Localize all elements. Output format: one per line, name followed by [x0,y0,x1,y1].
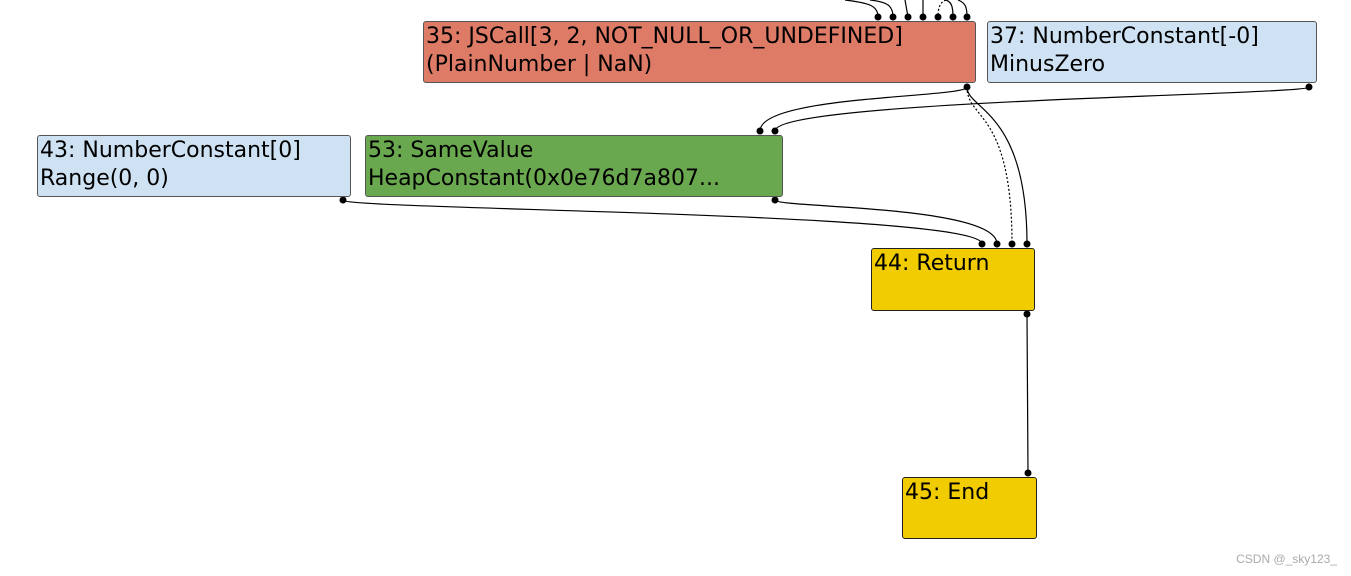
watermark: CSDN @_sky123_ [1236,552,1337,566]
edge-in-35-2 [869,0,894,18]
edge-in-35-1 [844,0,879,18]
node-44-label: 44: Return [874,251,990,276]
node-53-label: 53: SameValue [368,138,534,163]
edge-35-44-effect [966,86,1013,245]
node-53-type: HeapConstant(0x0e76d7a807... [368,166,720,191]
node-43-number-constant[interactable]: 43: NumberConstant[0] Range(0, 0) [37,135,351,197]
node-37-number-constant[interactable]: 37: NumberConstant[-0] MinusZero [987,21,1317,83]
node-53-same-value[interactable]: 53: SameValue HeapConstant(0x0e76d7a807.… [365,135,783,197]
edge-35-53 [759,86,968,132]
node-43-type: Range(0, 0) [40,166,169,191]
node-43-label: 43: NumberConstant[0] [40,138,301,163]
node-45-end[interactable]: 45: End [902,477,1037,539]
node-35-type: (PlainNumber | NaN) [426,52,653,77]
node-45-label: 45: End [905,480,990,505]
edge-37-53 [774,86,1310,132]
edge-in-35-5 [937,0,947,18]
node-35-label: 35: JSCall[3, 2, NOT_NULL_OR_UNDEFINED] [426,24,903,49]
edge-44-45 [1026,313,1029,474]
node-35-jscall[interactable]: 35: JSCall[3, 2, NOT_NULL_OR_UNDEFINED] … [423,21,976,83]
edge-53-44 [774,199,998,245]
node-37-type: MinusZero [990,52,1106,77]
node-37-label: 37: NumberConstant[-0] [990,24,1259,49]
edge-43-44 [342,199,983,245]
edge-35-44-control [966,86,1028,245]
node-44-return[interactable]: 44: Return [871,248,1035,311]
